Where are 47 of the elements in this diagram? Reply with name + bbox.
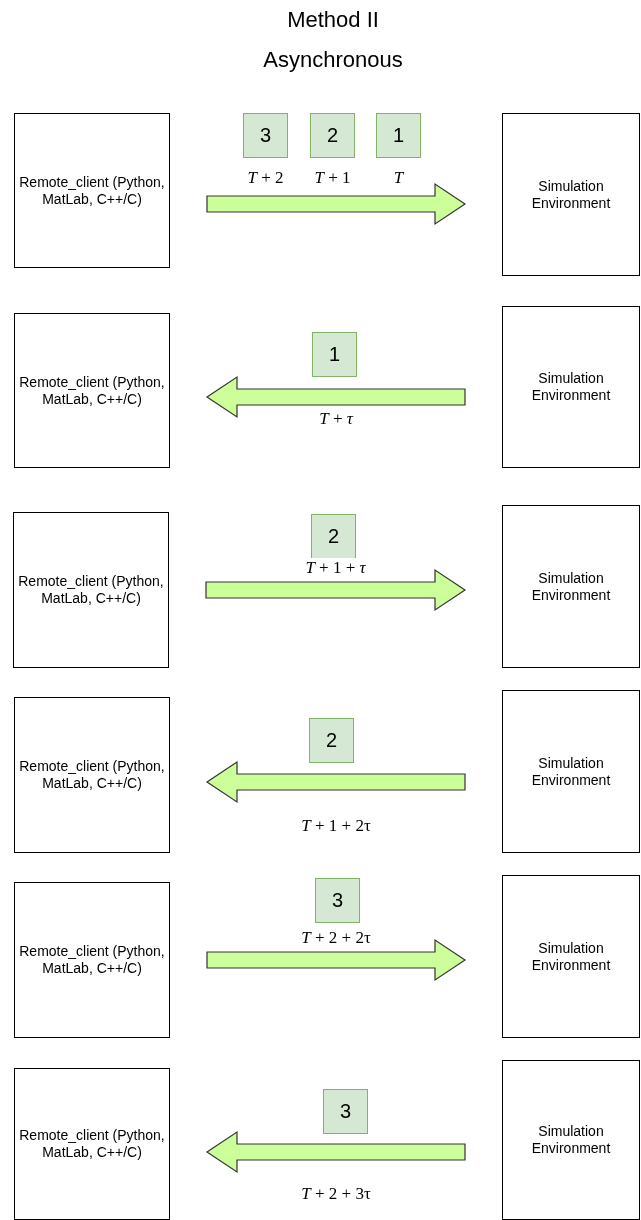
step-number: 1 bbox=[328, 346, 341, 363]
step-number: 3 bbox=[331, 892, 344, 909]
step-number: 1 bbox=[392, 127, 405, 144]
box-label: Simulation Environment bbox=[530, 569, 612, 604]
numbered-square bbox=[311, 514, 356, 559]
block-arrow bbox=[205, 568, 467, 612]
box-label: Simulation Environment bbox=[530, 939, 612, 974]
step-number: 2 bbox=[327, 528, 340, 545]
box-label: Simulation Environment bbox=[530, 754, 612, 789]
box-label: Remote_client (Python, MatLab, C++/C) bbox=[18, 173, 166, 208]
box-label: Remote_client (Python, MatLab, C++/C) bbox=[18, 1127, 166, 1161]
process-box bbox=[13, 512, 169, 668]
step-number: 3 bbox=[259, 127, 272, 144]
numbered-square bbox=[376, 113, 421, 158]
box-label: Remote_client (Python, MatLab, C++/C) bbox=[17, 573, 165, 607]
block-arrow bbox=[205, 1130, 466, 1174]
process-box bbox=[502, 113, 640, 276]
step-number: 3 bbox=[339, 1103, 352, 1120]
process-box bbox=[502, 1060, 640, 1220]
diagram-title: Method II Asynchronous bbox=[262, 6, 404, 74]
box-label: Simulation Environment bbox=[530, 1123, 612, 1157]
numbered-square bbox=[312, 332, 357, 377]
numbered-square bbox=[323, 1089, 368, 1134]
process-box bbox=[14, 1068, 170, 1220]
numbered-square bbox=[315, 878, 360, 923]
block-arrow bbox=[205, 375, 466, 419]
box-label: Remote_client (Python, MatLab, C++/C) bbox=[18, 943, 166, 977]
numbered-square bbox=[310, 113, 355, 158]
step-number: 2 bbox=[325, 732, 338, 749]
numbered-square bbox=[243, 113, 288, 158]
process-box bbox=[502, 505, 640, 668]
block-arrow bbox=[206, 182, 467, 226]
process-box bbox=[14, 882, 170, 1038]
box-label: Remote_client (Python, MatLab, C++/C) bbox=[18, 758, 166, 792]
block-arrow bbox=[206, 938, 467, 982]
process-box bbox=[14, 113, 170, 268]
process-box bbox=[14, 313, 170, 468]
box-label: Simulation Environment bbox=[530, 177, 612, 212]
process-box bbox=[14, 697, 170, 853]
block-arrow bbox=[205, 760, 466, 804]
process-box bbox=[502, 306, 640, 468]
box-label: Simulation Environment bbox=[530, 370, 612, 404]
numbered-square bbox=[309, 718, 354, 763]
step-number: 2 bbox=[326, 127, 339, 144]
box-label: Remote_client (Python, MatLab, C++/C) bbox=[18, 373, 166, 408]
process-box bbox=[502, 690, 640, 853]
process-box bbox=[502, 875, 640, 1038]
